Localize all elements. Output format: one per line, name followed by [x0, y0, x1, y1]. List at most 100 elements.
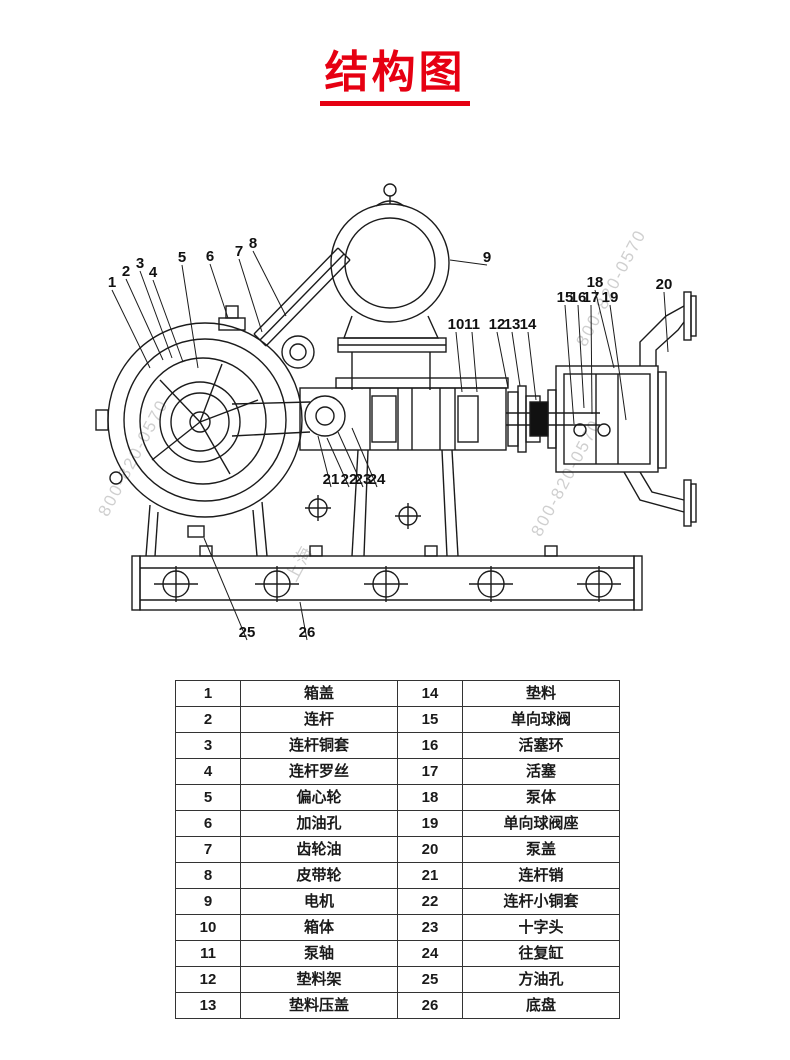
- callout-label: 13: [504, 316, 521, 333]
- callout-leader-line: [449, 259, 488, 266]
- part-number-cell: 22: [397, 888, 463, 915]
- callout-leader-line: [527, 331, 537, 401]
- callout-label: 16: [570, 289, 587, 306]
- part-name-cell: 加油孔: [240, 810, 398, 837]
- part-number-cell: 24: [397, 940, 463, 967]
- part-number-cell: 18: [397, 784, 463, 811]
- part-name-cell: 箱盖: [240, 680, 398, 707]
- callout-label: 9: [483, 249, 491, 266]
- callout-leader-line: [125, 278, 164, 361]
- part-name-cell: 活塞环: [462, 732, 620, 759]
- part-name-cell: 泵盖: [462, 836, 620, 863]
- part-number-cell: 21: [397, 862, 463, 889]
- part-number-cell: 8: [175, 862, 241, 889]
- part-number-cell: 7: [175, 836, 241, 863]
- callout-label: 18: [587, 274, 604, 291]
- callout-leader-line: [455, 331, 463, 393]
- callout-label: 12: [489, 316, 506, 333]
- part-name-cell: 连杆小铜套: [462, 888, 620, 915]
- part-number-cell: 10: [175, 914, 241, 941]
- callout-label: 10: [448, 316, 465, 333]
- callout-leader-line: [203, 537, 248, 641]
- pump-drawing: [95, 183, 697, 611]
- callout-leader-line: [496, 331, 509, 389]
- callout-leader-line: [590, 304, 593, 415]
- callout-leader-line: [471, 331, 478, 393]
- part-name-cell: 连杆销: [462, 862, 620, 889]
- callout-label: 7: [235, 243, 243, 260]
- callout-leader-line: [564, 304, 575, 425]
- callout-leader-line: [577, 304, 585, 409]
- part-number-cell: 11: [175, 940, 241, 967]
- callout-leader-line: [351, 427, 378, 488]
- part-name-cell: 齿轮油: [240, 836, 398, 863]
- part-name-cell: 底盘: [462, 992, 620, 1019]
- part-name-cell: 连杆铜套: [240, 732, 398, 759]
- callout-label: 24: [369, 471, 386, 488]
- part-number-cell: 12: [175, 966, 241, 993]
- page-title: 结构图: [324, 48, 466, 97]
- callout-leader-line: [609, 304, 627, 421]
- callout-label: 17: [583, 289, 600, 306]
- part-number-cell: 6: [175, 810, 241, 837]
- base-mounting-holes: [154, 566, 621, 602]
- part-name-cell: 单向球阀座: [462, 810, 620, 837]
- part-name-cell: 垫料压盖: [240, 992, 398, 1019]
- callout-label: 21: [323, 471, 340, 488]
- part-number-cell: 1: [175, 680, 241, 707]
- callout-leader-line: [252, 250, 287, 317]
- callout-label: 1: [108, 274, 116, 291]
- part-number-cell: 17: [397, 758, 463, 785]
- part-name-cell: 活塞: [462, 758, 620, 785]
- part-name-cell: 皮带轮: [240, 862, 398, 889]
- callout-label: 25: [239, 624, 256, 641]
- part-number-cell: 20: [397, 836, 463, 863]
- part-number-cell: 25: [397, 966, 463, 993]
- callout-leader-line: [238, 258, 263, 333]
- callout-leader-line: [181, 264, 199, 369]
- part-name-cell: 泵体: [462, 784, 620, 811]
- part-number-cell: 5: [175, 784, 241, 811]
- part-number-cell: 3: [175, 732, 241, 759]
- callout-label: 11: [464, 316, 480, 333]
- part-name-cell: 电机: [240, 888, 398, 915]
- callout-leader-line: [111, 289, 151, 369]
- part-number-cell: 4: [175, 758, 241, 785]
- callout-label: 6: [206, 248, 214, 265]
- callout-label: 26: [299, 624, 316, 641]
- callout-label: 8: [249, 235, 257, 252]
- part-name-cell: 连杆: [240, 706, 398, 733]
- callout-leader-line: [152, 279, 184, 363]
- part-number-cell: 16: [397, 732, 463, 759]
- part-name-cell: 单向球阀: [462, 706, 620, 733]
- part-number-cell: 13: [175, 992, 241, 1019]
- callout-leader-line: [663, 291, 669, 353]
- callout-leader-line: [299, 601, 308, 641]
- part-name-cell: 连杆罗丝: [240, 758, 398, 785]
- callout-leader-line: [511, 331, 521, 387]
- part-name-cell: 垫料架: [240, 966, 398, 993]
- callout-leader-line: [139, 270, 173, 359]
- callout-label: 14: [520, 316, 537, 333]
- part-number-cell: 23: [397, 914, 463, 941]
- part-name-cell: 箱体: [240, 914, 398, 941]
- part-name-cell: 泵轴: [240, 940, 398, 967]
- callout-label: 5: [178, 249, 186, 266]
- title-underline: [320, 101, 470, 106]
- part-name-cell: 垫料: [462, 680, 620, 707]
- callout-label: 20: [656, 276, 673, 293]
- part-number-cell: 19: [397, 810, 463, 837]
- callout-label: 23: [355, 471, 372, 488]
- callout-label: 22: [341, 471, 358, 488]
